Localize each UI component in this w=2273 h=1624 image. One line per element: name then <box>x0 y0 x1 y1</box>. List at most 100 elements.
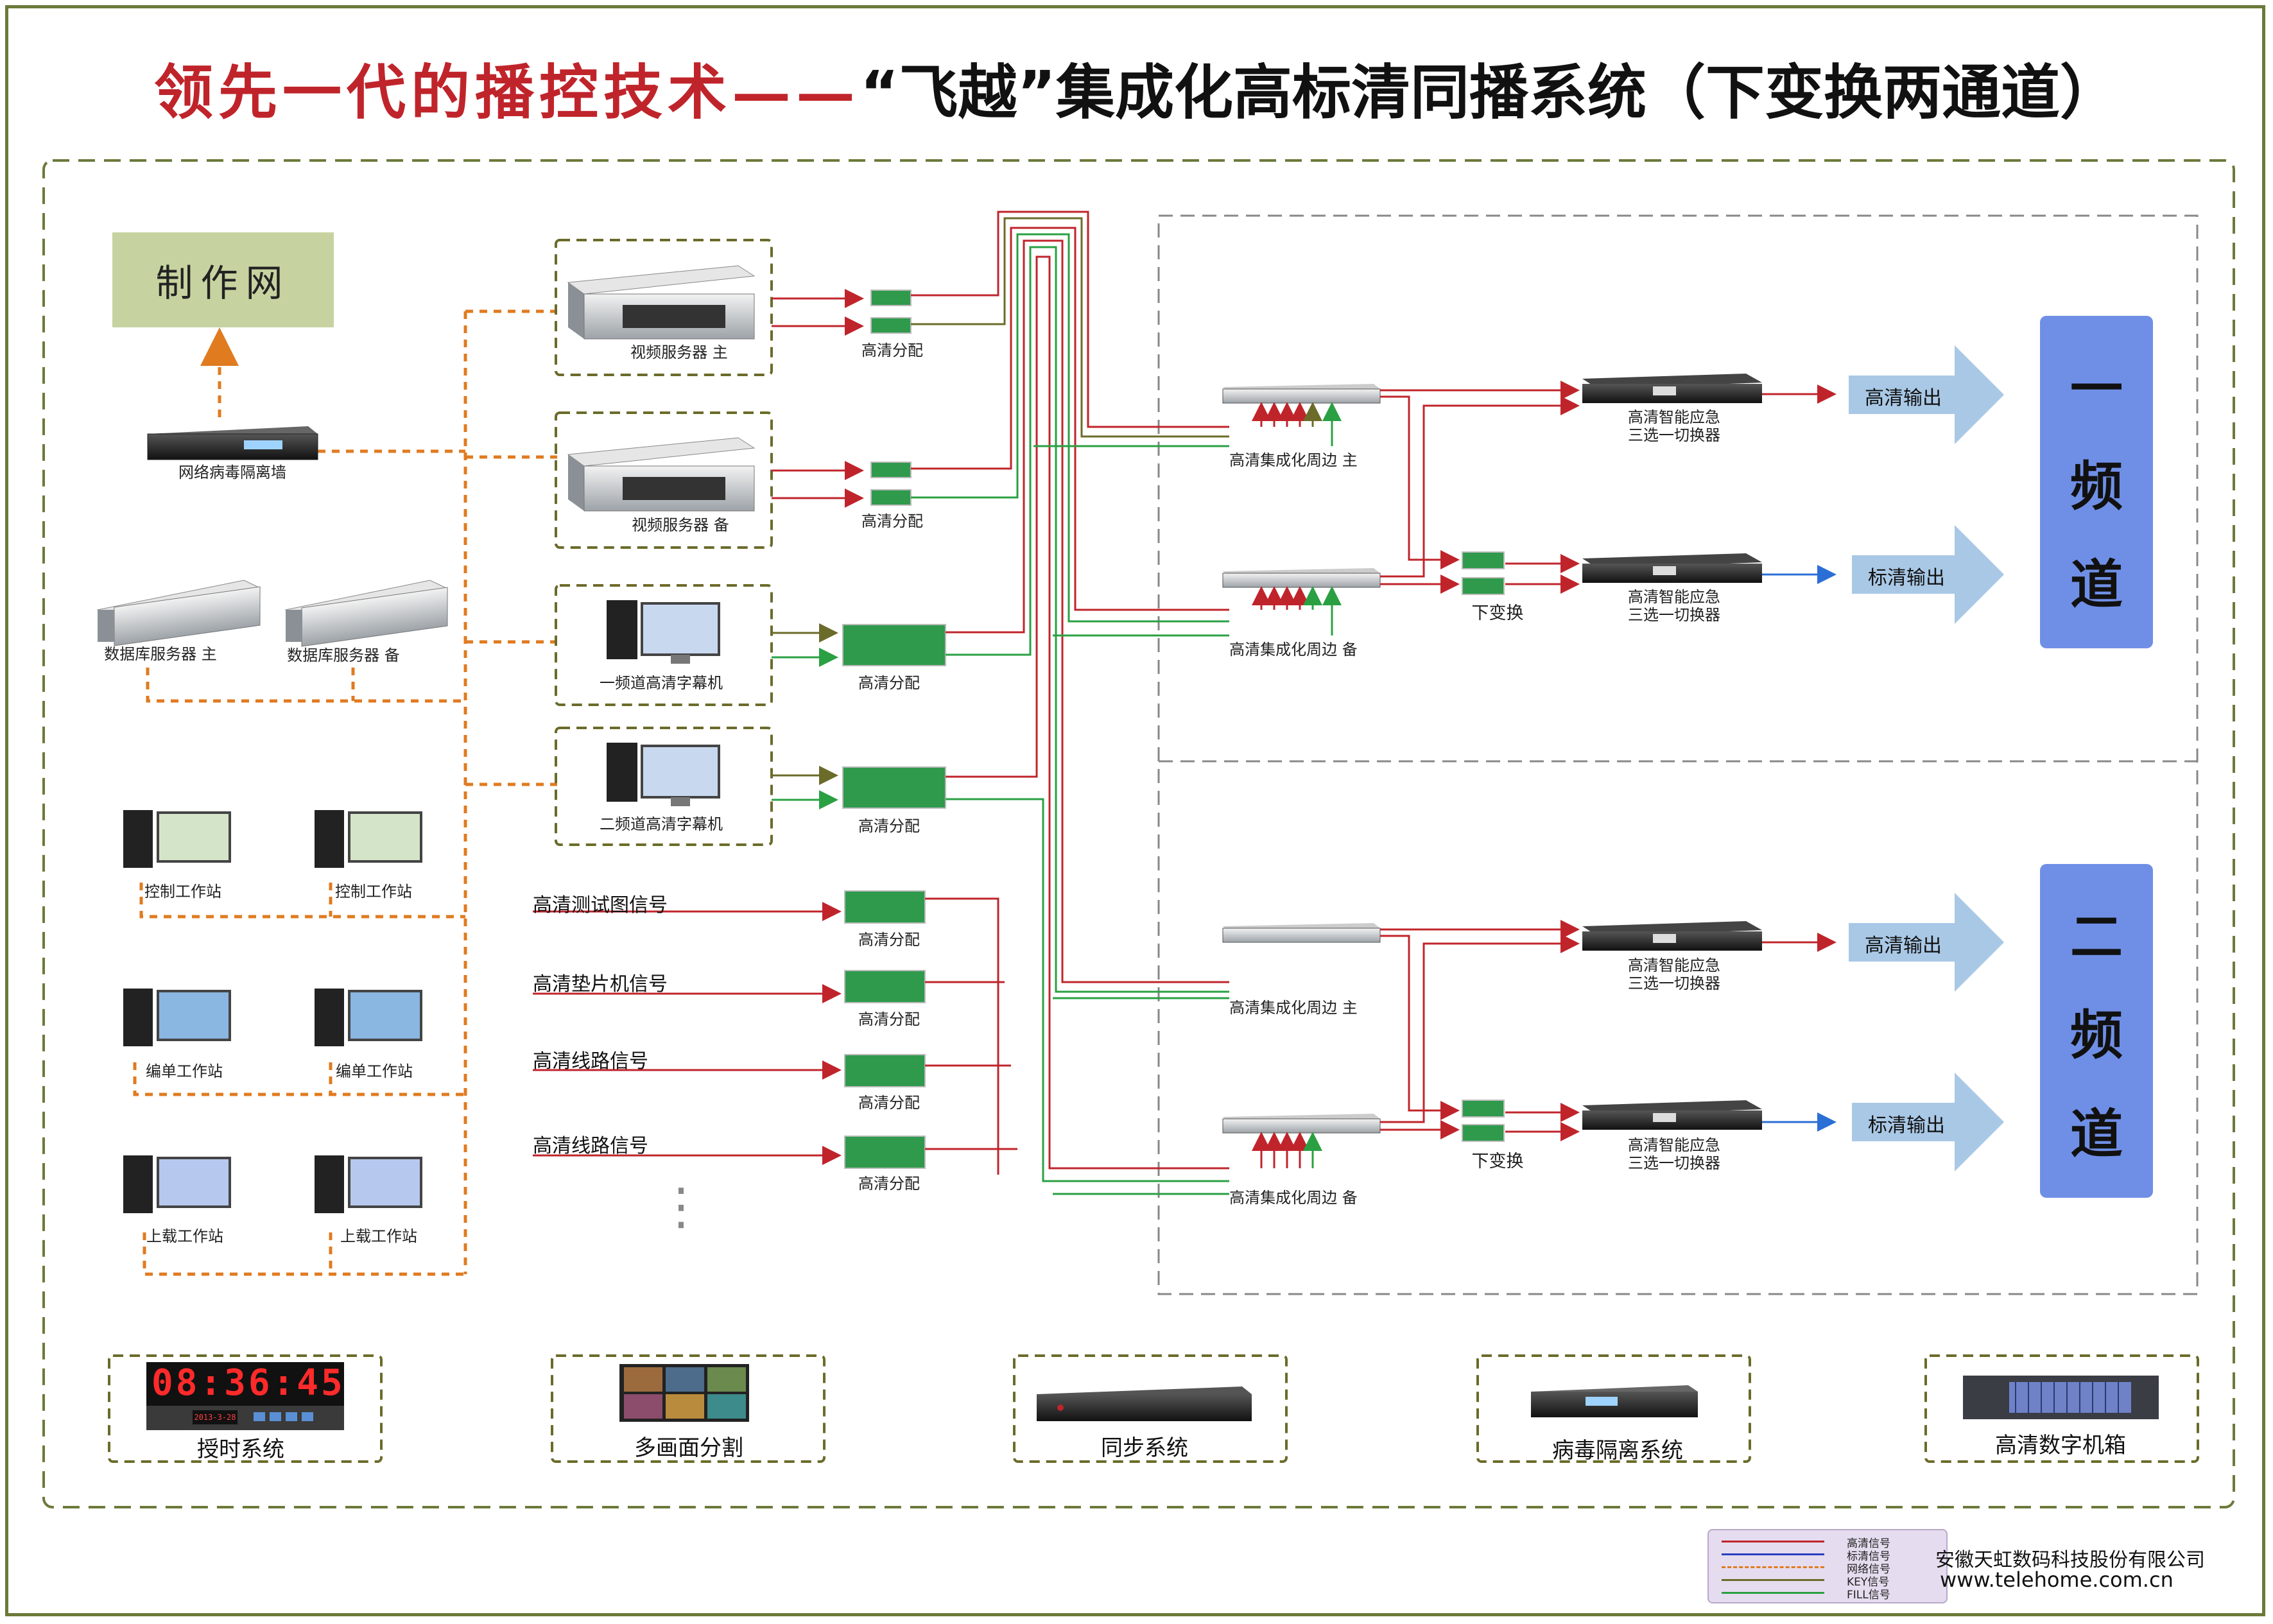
signal-line2-label: 高清线路信号 <box>533 1135 648 1157</box>
downconverters <box>1462 551 1505 1142</box>
caption-outputs <box>772 623 838 809</box>
switcher-1-label: 高清智能应急三选一切换器 <box>1628 408 1720 444</box>
upload-ws-2 <box>315 1155 422 1213</box>
channel-region-box <box>1157 214 2199 1295</box>
hd-dist-label-3: 高清分配 <box>858 674 920 692</box>
periphery-ch1-backup <box>1222 568 1381 588</box>
edit-ws-1 <box>123 989 231 1046</box>
periphery-ch1-backup-label: 高清集成化周边 备 <box>1229 641 1358 659</box>
switchers <box>1582 374 1762 1130</box>
signal-line1-label: 高清线路信号 <box>533 1050 648 1073</box>
page-title: 领先一代的播控技术——“飞越”集成化高标清同播系统（下变换两通道） <box>0 45 2273 130</box>
matrix-device <box>1963 1376 2159 1419</box>
timing-label: 授时系统 <box>197 1437 284 1462</box>
edit-ws-2-label: 编单工作站 <box>336 1062 413 1080</box>
sync-device <box>1037 1386 1252 1421</box>
signal-test-label: 高清测试图信号 <box>533 894 668 917</box>
downconvert-label-2: 下变换 <box>1471 1152 1524 1171</box>
company-name: 安徽天虹数码科技股份有限公司 <box>1935 1549 2205 1571</box>
upload-ws-1-label: 上载工作站 <box>146 1227 223 1245</box>
channel-1-char-3: 道 <box>2070 555 2123 616</box>
control-ws-1-label: 控制工作站 <box>144 883 221 901</box>
legend-hd: 高清信号 <box>1722 1534 1933 1550</box>
more-ellipsis: ⋮ <box>656 1178 706 1236</box>
channel-2-char-2: 频 <box>2070 1005 2123 1067</box>
downconvert-label-1: 下变换 <box>1471 603 1524 623</box>
workstations <box>123 600 720 1213</box>
periphery-inputs <box>1252 402 1342 1168</box>
sd-output-label-2: 标清输出 <box>1868 1114 1945 1137</box>
caption-ch2-label: 二频道高清字幕机 <box>600 815 723 833</box>
db-server-main <box>96 580 261 646</box>
signal-pad-label: 高清垫片机信号 <box>533 973 668 996</box>
title-part2: “飞越”集成化高标清同播系统（下变换两通道） <box>860 58 2119 127</box>
hd-dist-label-1: 高清分配 <box>861 341 923 359</box>
channel-2-char-1: 二 <box>2070 907 2123 969</box>
matrix-label: 高清数字机箱 <box>1995 1433 2126 1458</box>
video-server-backup-label: 视频服务器 备 <box>632 516 729 534</box>
sd-outputs <box>1762 565 1837 1132</box>
periphery-ch1-main-label: 高清集成化周边 主 <box>1229 451 1358 469</box>
db-server-backup <box>284 580 448 647</box>
db-server-main-label: 数据库服务器 主 <box>104 645 217 663</box>
switcher-4-label: 高清智能应急三选一切换器 <box>1628 1136 1720 1172</box>
virus-label: 病毒隔离系统 <box>1552 1438 1683 1464</box>
periphery-devices <box>1222 384 1381 1134</box>
control-ws-2-label: 控制工作站 <box>335 883 412 901</box>
channel-1-char-2: 频 <box>2070 456 2123 518</box>
sync-label: 同步系统 <box>1101 1435 1188 1461</box>
caption-machine-ch1 <box>607 600 720 664</box>
legend-key: KEY信号 <box>1722 1573 1933 1589</box>
legend: 高清信号 标清信号 网络信号 KEY信号 FILL信号 <box>1707 1529 1948 1603</box>
video-server-main <box>567 265 756 340</box>
channel-1-char-1: 一 <box>2070 358 2123 420</box>
company-website[interactable]: www.telehome.com.cn <box>1940 1568 2174 1592</box>
legend-sd: 标清信号 <box>1722 1547 1933 1563</box>
production-network-box: 制作网 <box>112 232 334 327</box>
signal-trunk <box>911 211 1229 1195</box>
upload-ws-2-label: 上载工作站 <box>340 1227 417 1245</box>
channel-1-box: 一 频 道 <box>2040 316 2153 648</box>
hd-dist-label-2: 高清分配 <box>861 512 923 530</box>
multiview-device <box>619 1364 749 1422</box>
control-ws-1 <box>123 810 231 868</box>
server-outputs <box>533 289 864 1165</box>
video-server-main-label: 视频服务器 主 <box>630 343 728 361</box>
hd-distribution-cards <box>842 289 946 1169</box>
control-ws-2 <box>315 810 422 868</box>
hd-output-label-1: 高清输出 <box>1865 387 1942 410</box>
device-boxes <box>108 239 2199 1463</box>
channel-2-char-3: 道 <box>2070 1103 2123 1165</box>
periphery-outputs <box>1380 381 1837 1141</box>
hd-dist-label-5: 高清分配 <box>858 931 920 949</box>
network-lines <box>133 309 557 1276</box>
output-arrows <box>1849 345 2004 1171</box>
legend-network: 网络信号 <box>1722 1560 1933 1576</box>
hd-dist-label-6: 高清分配 <box>858 1010 920 1028</box>
db-server-backup-label: 数据库服务器 备 <box>287 646 400 664</box>
hd-dist-label-7: 高清分配 <box>858 1094 920 1112</box>
periphery-ch2-main-label: 高清集成化周边 主 <box>1229 999 1358 1017</box>
timing-device <box>146 1362 344 1430</box>
outer-frame <box>5 5 2265 1616</box>
multiview-label: 多画面分割 <box>634 1435 743 1461</box>
firewall-device <box>147 426 318 460</box>
hd-dist-label-4: 高清分配 <box>858 817 920 835</box>
periphery-ch2-backup <box>1222 1114 1381 1134</box>
edit-ws-2 <box>315 989 422 1046</box>
hd-dist-label-8: 高清分配 <box>858 1175 920 1193</box>
channel-2-box: 二 频 道 <box>2040 864 2153 1198</box>
video-server-backup <box>567 437 756 512</box>
main-system-box <box>42 159 2235 1508</box>
caption-machine-ch2 <box>607 743 720 806</box>
periphery-ch2-main <box>1222 923 1381 943</box>
virus-device <box>1531 1385 1698 1417</box>
title-part1: 领先一代的播控技术—— <box>154 58 861 127</box>
clock-display: 08:36:45 <box>151 1362 345 1404</box>
sd-output-label-1: 标清输出 <box>1868 567 1945 589</box>
edit-ws-1-label: 编单工作站 <box>146 1062 223 1080</box>
upload-ws-1 <box>123 1155 231 1213</box>
periphery-ch1-main <box>1222 384 1381 404</box>
legend-fill: FILL信号 <box>1722 1585 1933 1602</box>
